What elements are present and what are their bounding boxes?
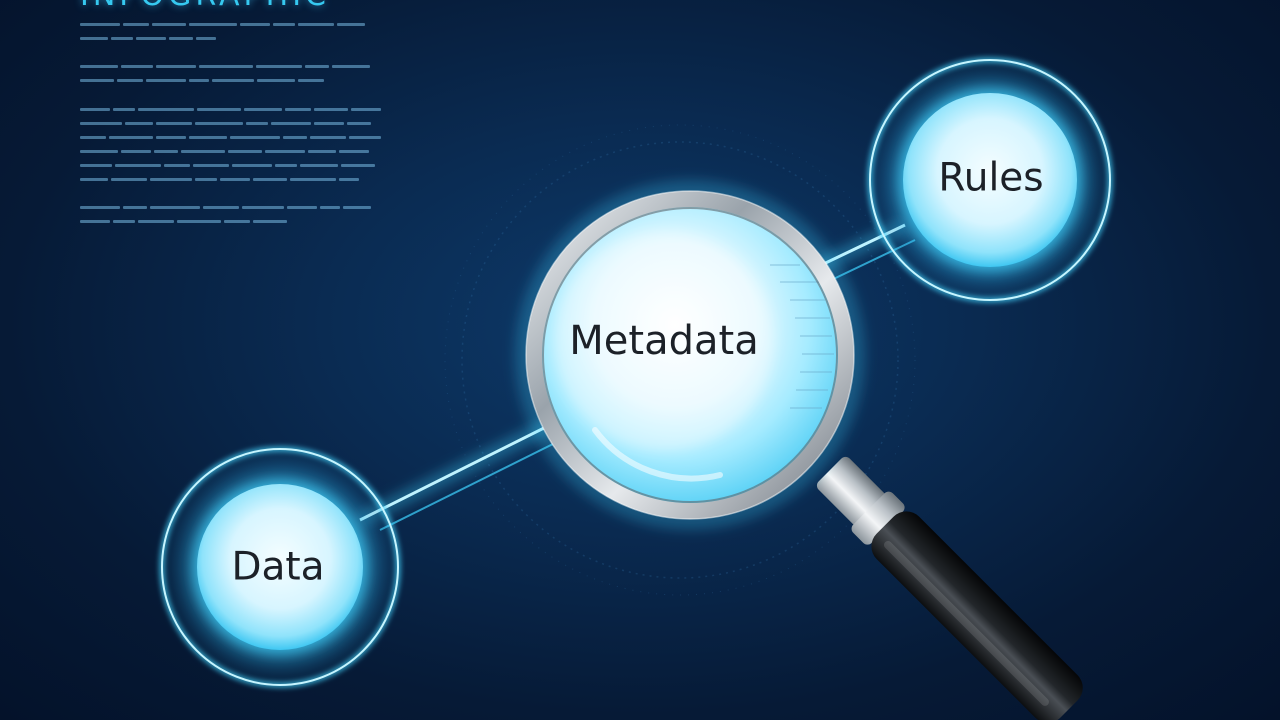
filler-paragraph-4: [80, 201, 400, 229]
node-label-data: Data: [231, 544, 325, 590]
node-data: [155, 442, 405, 692]
node-label-metadata: Metadata: [569, 318, 759, 364]
node-metadata-lens: [515, 180, 865, 530]
filler-paragraph-1: [80, 18, 400, 46]
background-dotted-rings: [444, 124, 916, 596]
node-label-rules: Rules: [938, 155, 1044, 201]
filler-paragraph-3: [80, 103, 400, 187]
infographic-title: INFOGRAPHIC: [80, 0, 330, 13]
node-rules: [862, 52, 1118, 308]
filler-paragraph-2: [80, 60, 400, 88]
magnifier-handle: [816, 456, 1083, 720]
